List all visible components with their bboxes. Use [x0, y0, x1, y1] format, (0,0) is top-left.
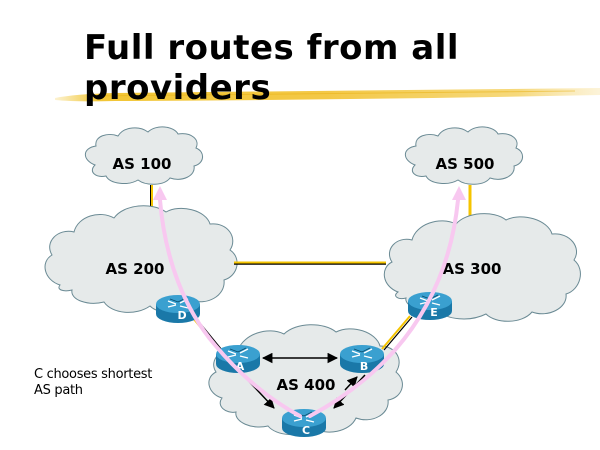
cloud-label-as200: AS 200	[106, 260, 165, 278]
link-as200-as300	[234, 261, 386, 265]
cloud-label-as500: AS 500	[436, 155, 495, 173]
caption-line-1: C chooses shortest	[34, 367, 153, 382]
caption-note: C chooses shortest AS path	[34, 367, 152, 399]
router-D[interactable]: D	[156, 295, 200, 323]
cloud-label-as400: AS 400	[277, 376, 336, 394]
cloud-label-as100: AS 100	[113, 155, 172, 173]
router-B[interactable]: B	[340, 345, 384, 373]
highlighted-path-left	[153, 186, 302, 418]
router-C[interactable]: C	[282, 409, 326, 437]
cloud-as500: AS 500	[404, 126, 523, 185]
router-label-E: E	[430, 306, 438, 319]
router-label-A: A	[236, 360, 245, 373]
link-E-B	[381, 315, 413, 351]
router-label-B: B	[360, 360, 368, 373]
cloud-as200: AS 200	[44, 205, 238, 313]
slide-title: Full routes from all providers	[84, 28, 459, 108]
path-arrowhead-as500	[452, 186, 466, 200]
arrow-C-B	[344, 376, 358, 391]
caption-line-2: AS path	[34, 383, 83, 398]
title-underline-brushstroke	[55, 88, 600, 102]
cloud-as100: AS 100	[84, 126, 203, 185]
router-label-D: D	[177, 309, 186, 322]
cloud-label-as300: AS 300	[443, 260, 502, 278]
highlighted-path-right	[308, 186, 466, 418]
slide-title-line-1: Full routes from all	[84, 28, 460, 68]
router-label-C: C	[302, 424, 310, 437]
path-arrowhead-as100	[153, 186, 167, 200]
slide-title-line-2: providers	[84, 68, 272, 108]
